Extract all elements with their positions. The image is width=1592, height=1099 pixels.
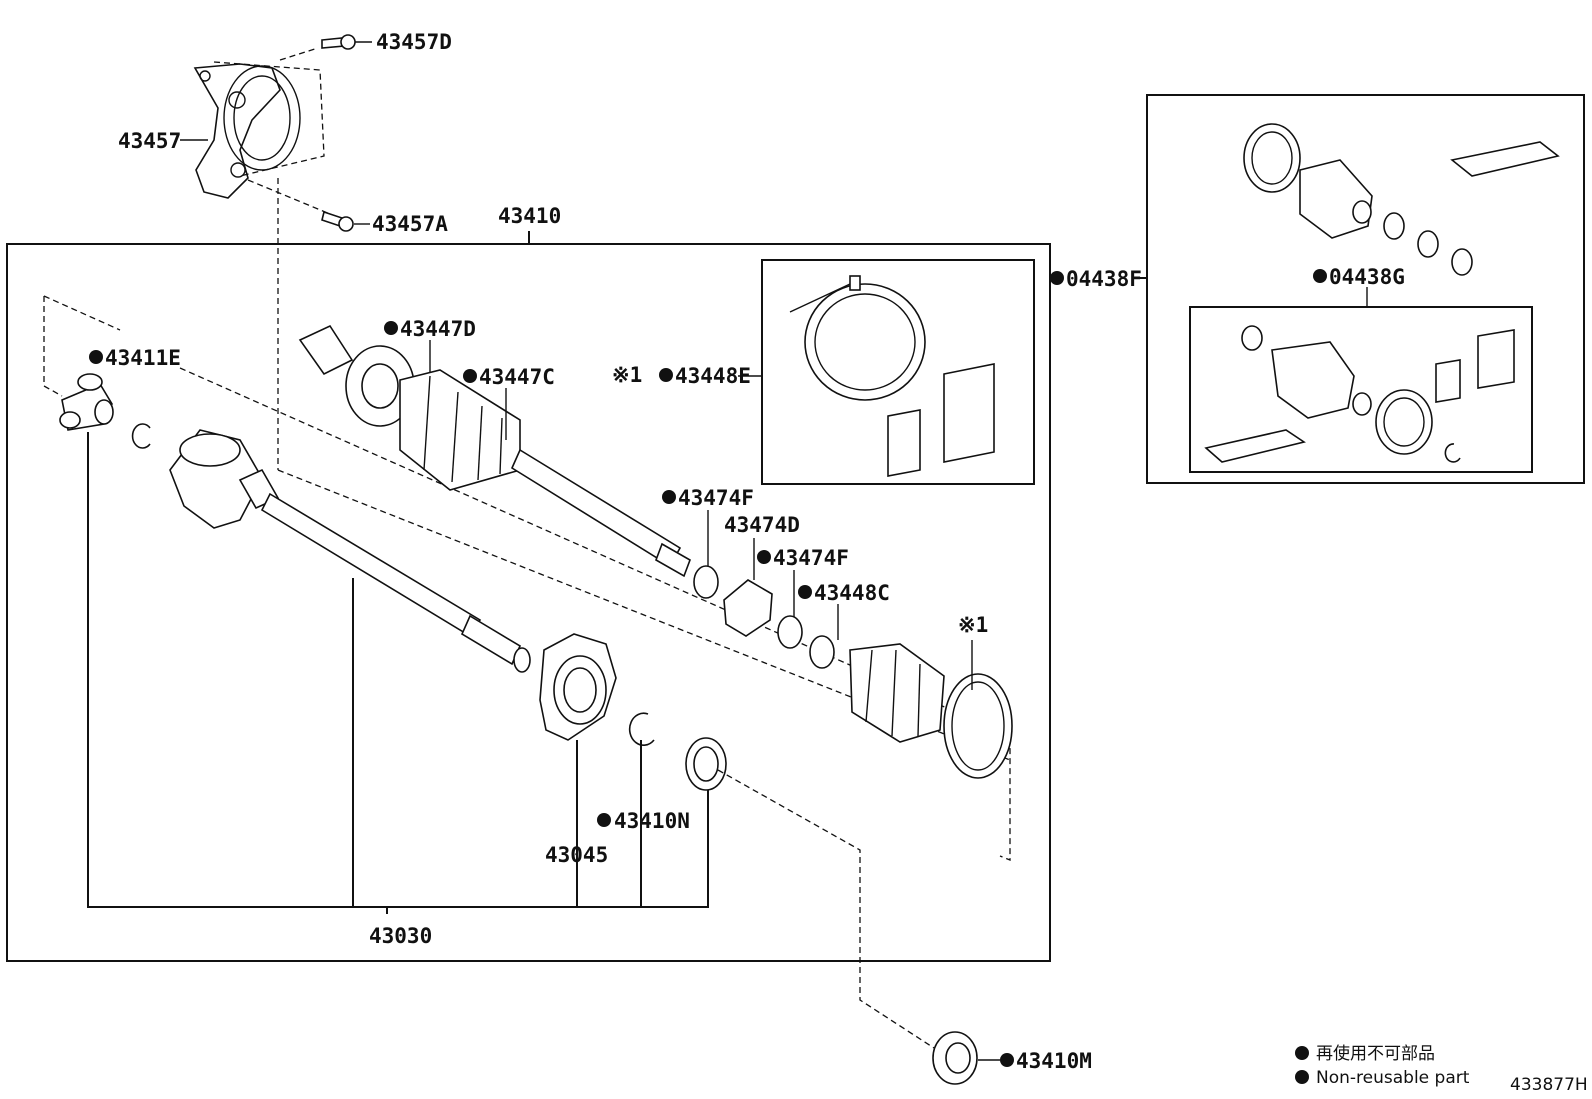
ref-mark-1: ※1 — [958, 613, 988, 637]
instruction-sheets — [887, 363, 995, 477]
boot-kit-04438F-parts — [1243, 123, 1560, 276]
label-43457: 43457 — [118, 129, 181, 153]
seal-43410N-ring — [685, 737, 727, 791]
label-43411E: 43411E — [105, 346, 181, 370]
bearing-bracket-43457 — [193, 47, 325, 199]
inner-joint-shaft-43030 — [169, 429, 531, 673]
bearing-housing-43045 — [539, 633, 617, 741]
legend-jp: 再使用不可部品 — [1316, 1043, 1435, 1064]
label-43457A: 43457A — [372, 212, 448, 236]
diagram-id: 433877H — [1510, 1075, 1588, 1095]
label-43410N: 43410N — [614, 809, 690, 833]
label-43474D: 43474D — [724, 513, 800, 537]
outer-shaft — [510, 448, 691, 578]
label-43045: 43045 — [545, 843, 608, 867]
seal-43410M — [932, 1031, 978, 1085]
legend-en: Non-reusable part — [1316, 1068, 1470, 1088]
outer-cv-joint — [298, 324, 415, 427]
boot-band-kit-box — [761, 259, 1035, 485]
clamp-43448C — [809, 635, 835, 669]
clamp-43474F-2 — [777, 615, 803, 649]
boot-kit-04438G-parts — [1204, 325, 1515, 463]
snap-ring-43411E — [131, 423, 151, 449]
label-43410M: 43410M — [1016, 1049, 1092, 1073]
boot-kit-box-04438G — [1189, 306, 1533, 473]
bolt-43457A — [321, 210, 354, 232]
snap-ring-43410N — [628, 712, 655, 747]
inner-boot — [849, 643, 945, 743]
label-43457D: 43457D — [376, 30, 452, 54]
label-43448C: 43448C — [814, 581, 890, 605]
damper-43474D — [723, 579, 773, 637]
boot-band-43448E — [789, 275, 926, 401]
label-43474F-2: 43474F — [773, 546, 849, 570]
label-43447C: 43447C — [479, 365, 555, 389]
label-43410: 43410 — [498, 204, 561, 228]
label-43030: 43030 — [369, 924, 432, 948]
clamp-43474F-1 — [693, 565, 719, 599]
label-43474F-1: 43474F — [678, 486, 754, 510]
ref-mark-kit: ※1 — [612, 363, 642, 387]
label-04438G: 04438G — [1329, 265, 1405, 289]
bolt-43457D — [321, 34, 356, 50]
boot-kit-box-04438F — [1146, 94, 1585, 484]
label-43447D: 43447D — [400, 317, 476, 341]
label-04438F: 04438F — [1066, 267, 1142, 291]
boot-band-large — [943, 673, 1013, 779]
tripod-joint-43411E — [59, 373, 114, 431]
